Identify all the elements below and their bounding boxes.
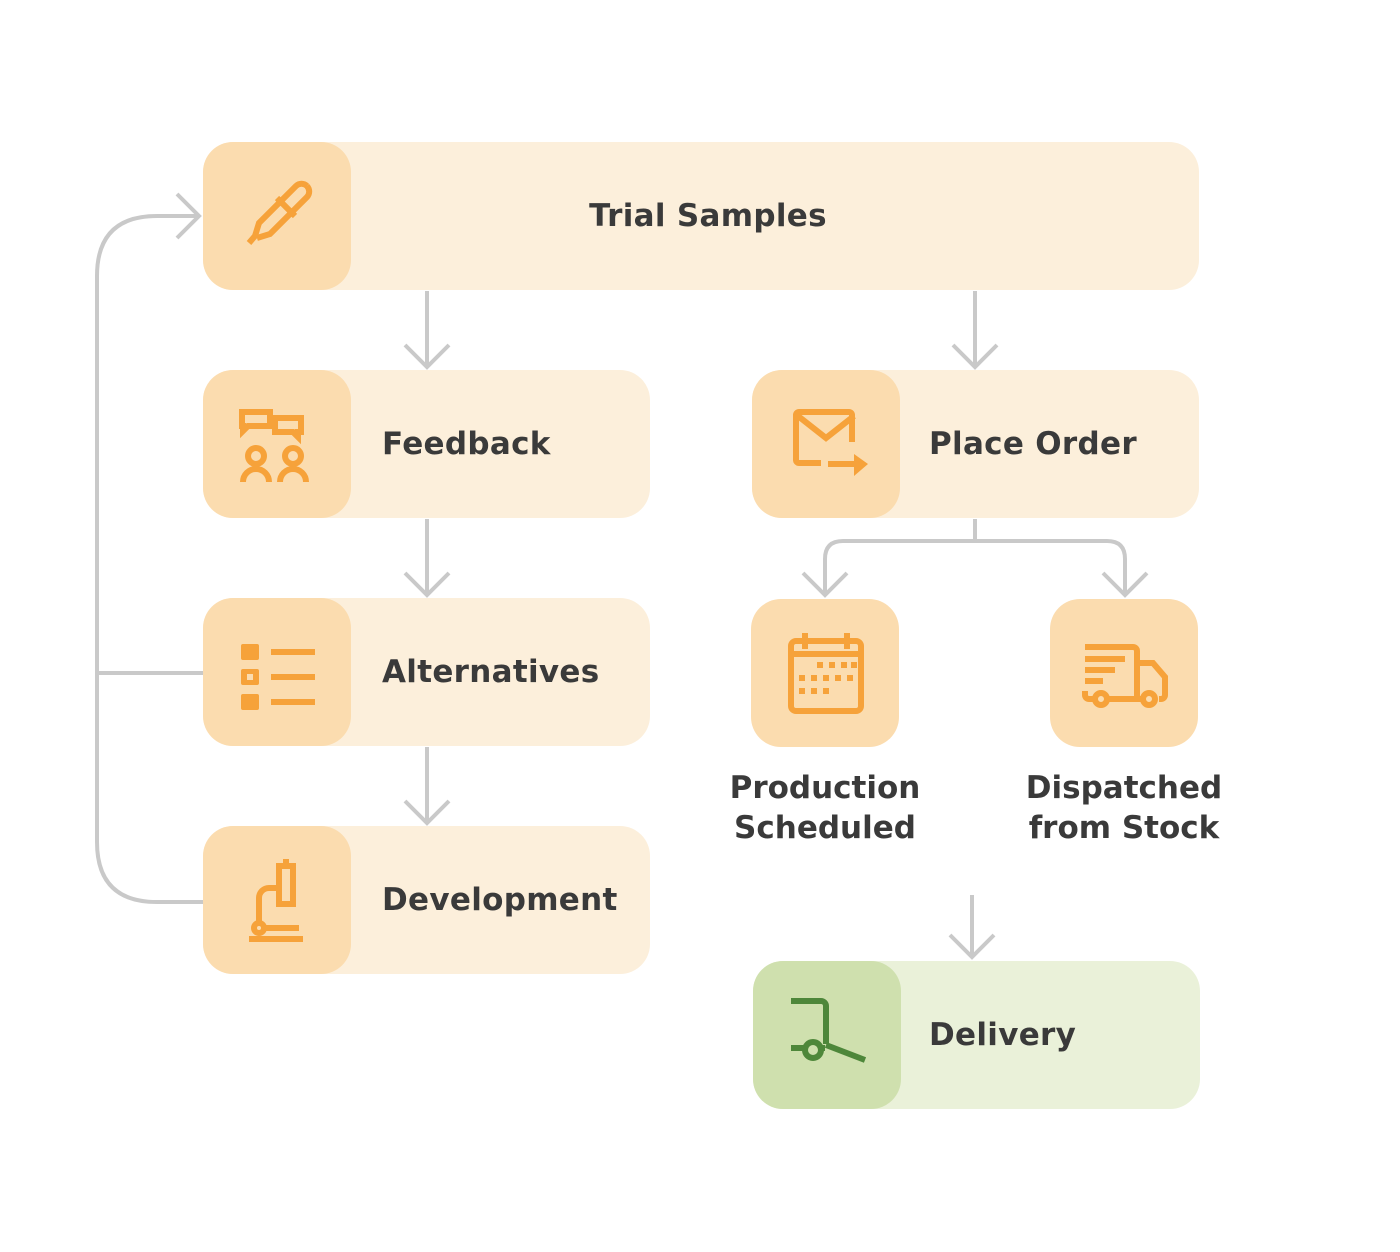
node-feedback: Feedback xyxy=(203,370,650,518)
hand-truck-icon xyxy=(791,998,867,1063)
edge-place-order-split xyxy=(801,519,1149,598)
icon-box xyxy=(203,142,351,290)
icon-box xyxy=(753,961,901,1109)
dropper-icon xyxy=(246,180,313,245)
node-label: Development xyxy=(382,882,618,918)
edge-to-delivery xyxy=(948,895,996,960)
microscope-icon xyxy=(249,859,303,942)
node-label: Place Order xyxy=(929,426,1137,462)
node-production-scheduled xyxy=(751,599,899,747)
edge-feedback-to-alternatives xyxy=(403,519,451,598)
icon-box xyxy=(203,598,351,746)
checklist-icon xyxy=(241,644,315,710)
node-label: Feedback xyxy=(382,426,551,462)
edge-loop-back-to-trial xyxy=(95,192,203,904)
icon-box xyxy=(752,370,900,518)
node-delivery: Delivery xyxy=(753,961,1200,1109)
node-alternatives: Alternatives xyxy=(203,598,650,746)
send-mail-icon xyxy=(793,409,868,476)
calendar-icon xyxy=(788,633,864,714)
edge-alternatives-to-development xyxy=(403,747,451,826)
label-line-2: Scheduled xyxy=(734,810,916,846)
node-dispatched-from-stock xyxy=(1050,599,1198,747)
node-label: Alternatives xyxy=(382,654,600,690)
node-label: Delivery xyxy=(929,1017,1077,1053)
label-line-1: Dispatched xyxy=(1025,770,1223,806)
node-development: Development xyxy=(203,826,650,974)
node-label: Trial Samples xyxy=(589,198,827,234)
node-place-order: Place Order xyxy=(752,370,1199,518)
dispatched-from-stock-label: Dispatched from Stock xyxy=(994,768,1254,848)
label-line-2: from Stock xyxy=(1028,810,1220,846)
label-line-1: Production xyxy=(729,770,921,806)
icon-box xyxy=(203,370,351,518)
edge-trial-to-feedback xyxy=(403,291,451,370)
production-scheduled-label: Production Scheduled xyxy=(695,768,955,848)
discussion-people-icon xyxy=(239,409,309,483)
edge-trial-to-place-order xyxy=(951,291,999,370)
node-trial-samples: Trial Samples xyxy=(203,142,1199,290)
delivery-truck-icon xyxy=(1082,644,1168,708)
icon-box xyxy=(203,826,351,974)
